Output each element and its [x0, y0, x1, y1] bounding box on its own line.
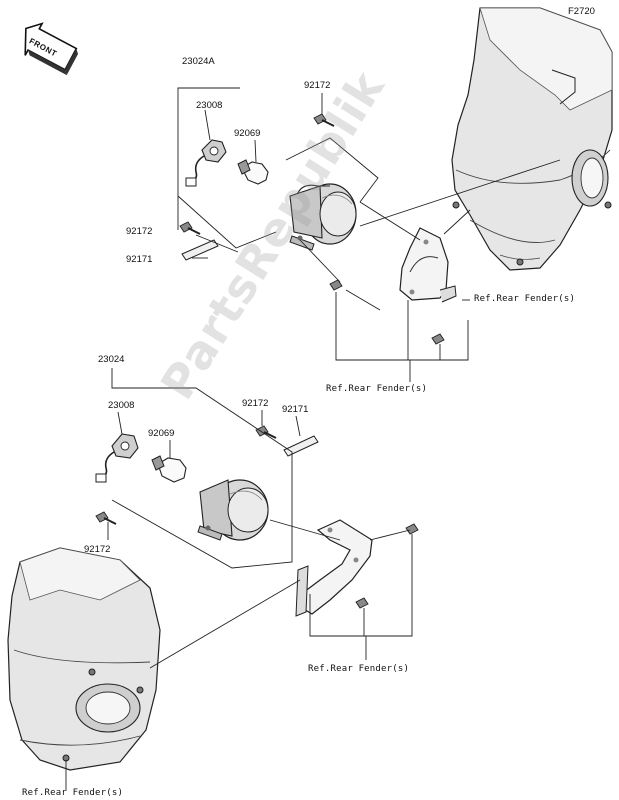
upper-ref-rear-fender-bottom: Ref.Rear Fender(s) — [326, 384, 428, 394]
lower-bolt-left-part-number: 92172 — [84, 544, 111, 555]
upper-plate-part-number: 92171 — [126, 254, 153, 265]
lower-rear-fender — [7, 547, 161, 771]
upper-bracket-bolts — [329, 279, 445, 345]
lower-plate-part-number: 92171 — [282, 404, 309, 415]
upper-bolt-top-part-number: 92172 — [304, 80, 331, 91]
lower-ref-rear-fender-center: Ref.Rear Fender(s) — [308, 664, 410, 674]
lower-assembly-leader — [65, 368, 413, 790]
upper-mounting-bracket — [399, 227, 457, 303]
lower-bulb — [151, 455, 187, 483]
upper-socket-part-number: 23008 — [196, 100, 223, 111]
lower-socket-part-number: 23008 — [108, 400, 135, 411]
upper-ref-rear-fender-right: Ref.Rear Fender(s) — [474, 294, 576, 304]
upper-assembly-leader — [177, 87, 561, 382]
lower-bolt-top-part-number: 92172 — [242, 398, 269, 409]
upper-fog-lamp — [289, 183, 357, 251]
lower-bolt-top — [255, 425, 277, 439]
front-arrow-icon — [24, 22, 79, 76]
diagram-code: F2720 — [568, 6, 595, 17]
lower-mounting-bracket — [295, 519, 419, 617]
lower-bolt-left — [95, 511, 117, 525]
upper-bolt-left — [179, 221, 201, 235]
lower-socket — [95, 433, 139, 483]
upper-plate — [181, 239, 219, 261]
upper-bolt-top — [313, 113, 335, 127]
upper-bulb — [237, 159, 269, 185]
upper-assembly-part-number: 23024A — [182, 56, 215, 67]
upper-rear-fender — [451, 7, 613, 271]
lower-fog-lamp — [197, 479, 269, 541]
upper-bolt-left-part-number: 92172 — [126, 226, 153, 237]
upper-bulb-part-number: 92069 — [234, 128, 261, 139]
upper-socket — [185, 139, 227, 187]
lower-bulb-part-number: 92069 — [148, 428, 175, 439]
lower-ref-rear-fender-bottom: Ref.Rear Fender(s) — [22, 788, 124, 798]
lower-plate — [283, 435, 319, 457]
lower-assembly-part-number: 23024 — [98, 354, 125, 365]
